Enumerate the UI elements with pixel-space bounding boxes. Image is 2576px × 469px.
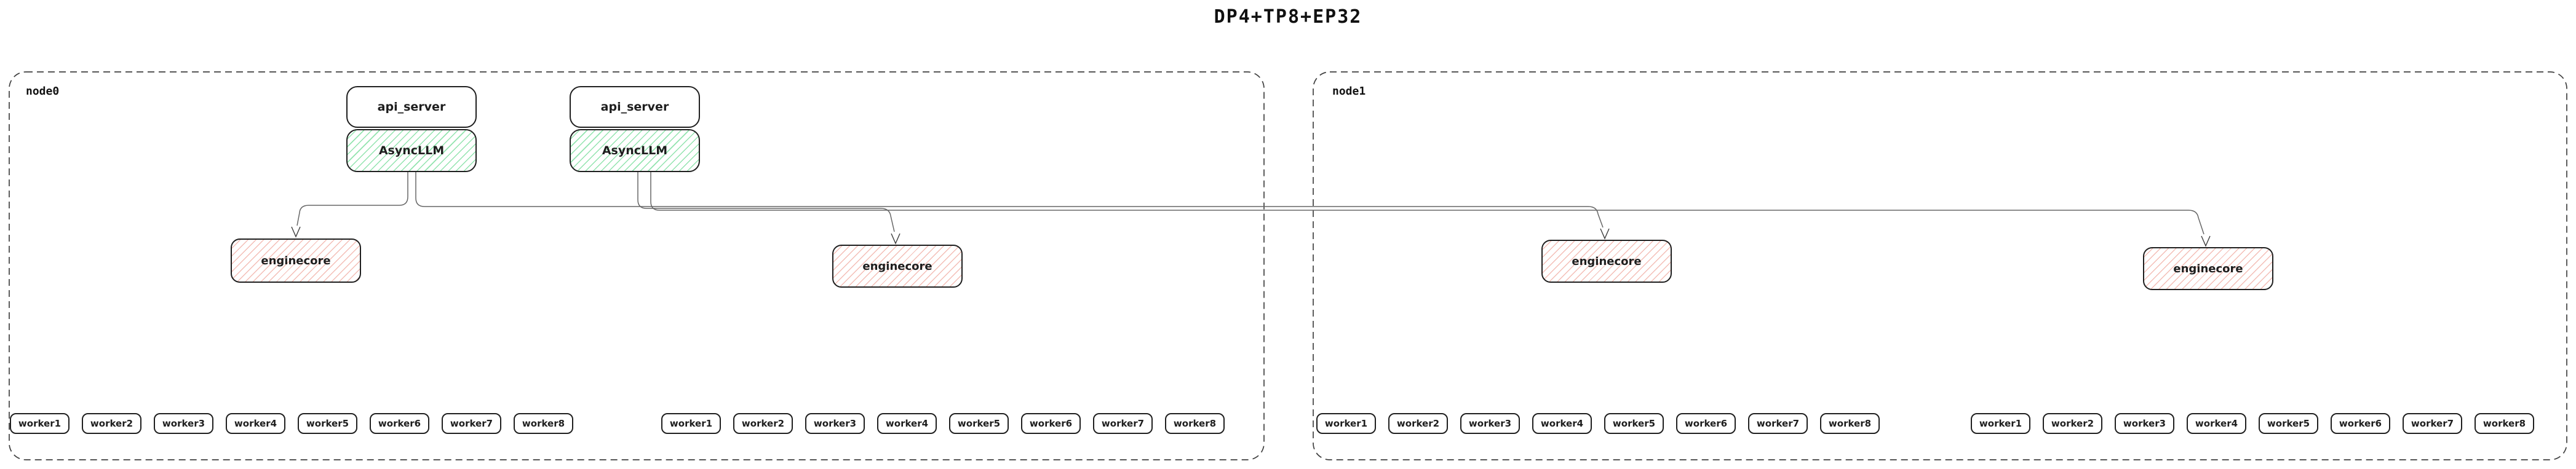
worker-box: worker3	[1460, 413, 1520, 434]
worker-box: worker5	[2259, 413, 2318, 434]
asyncllm-box: AsyncLLM	[570, 129, 700, 172]
node1-label: node1	[1332, 85, 1366, 98]
asyncllm-box: AsyncLLM	[346, 129, 477, 172]
edge-asyncllm2-enginecore4	[650, 171, 2204, 235]
arrowhead-enginecore3	[1600, 228, 1610, 240]
worker-box: worker8	[1820, 413, 1880, 434]
worker-box: worker5	[949, 413, 1009, 434]
worker-box: worker2	[2043, 413, 2102, 434]
worker-box: worker3	[2115, 413, 2174, 434]
worker-box: worker7	[2403, 413, 2462, 434]
worker-box: worker4	[226, 413, 285, 434]
worker-box: worker4	[2187, 413, 2246, 434]
worker-box: worker2	[82, 413, 141, 434]
worker-box: worker8	[2475, 413, 2534, 434]
worker-box: worker7	[442, 413, 501, 434]
api-server-box: api_server	[346, 86, 477, 128]
edge-asyncllm1-enginecore1	[296, 172, 408, 226]
edge-asyncllm1-enginecore3	[415, 172, 1604, 228]
worker-box: worker6	[2331, 413, 2390, 434]
worker-box: worker6	[1021, 413, 1081, 434]
worker-box: worker1	[661, 413, 721, 434]
arrowhead-enginecore2	[891, 233, 900, 245]
worker-box: worker8	[1165, 413, 1225, 434]
enginecore-box: enginecore	[2143, 247, 2273, 290]
worker-box: worker6	[1676, 413, 1736, 434]
worker-group: worker1 worker2 worker3 worker4 worker5 …	[1316, 413, 1880, 434]
worker-box: worker3	[154, 413, 213, 434]
worker-box: worker6	[370, 413, 429, 434]
worker-box: worker5	[1604, 413, 1664, 434]
diagram-title: DP4+TP8+EP32	[1214, 6, 1362, 28]
worker-group: worker1 worker2 worker3 worker4 worker5 …	[10, 413, 573, 434]
arrowhead-enginecore4	[2201, 235, 2211, 247]
enginecore-box: enginecore	[832, 245, 963, 288]
worker-box: worker7	[1748, 413, 1808, 434]
worker-box: worker1	[1971, 413, 2030, 434]
worker-box: worker8	[514, 413, 573, 434]
worker-group: worker1 worker2 worker3 worker4 worker5 …	[1971, 413, 2534, 434]
worker-box: worker5	[298, 413, 357, 434]
enginecore-box: enginecore	[1541, 240, 1672, 283]
worker-box: worker1	[1316, 413, 1376, 434]
worker-box: worker1	[10, 413, 70, 434]
edge-asyncllm2-enginecore2	[637, 171, 895, 232]
worker-box: worker2	[1388, 413, 1448, 434]
worker-group: worker1 worker2 worker3 worker4 worker5 …	[661, 413, 1225, 434]
worker-box: worker4	[1532, 413, 1592, 434]
worker-box: worker4	[877, 413, 937, 434]
enginecore-box: enginecore	[231, 238, 361, 283]
node1-border	[1313, 71, 2567, 460]
worker-box: worker2	[733, 413, 793, 434]
worker-box: worker3	[805, 413, 865, 434]
node0-label: node0	[26, 85, 60, 98]
node0-border	[9, 71, 1265, 460]
arrowhead-enginecore1	[291, 226, 301, 238]
worker-box: worker7	[1093, 413, 1153, 434]
api-server-box: api_server	[570, 86, 700, 128]
